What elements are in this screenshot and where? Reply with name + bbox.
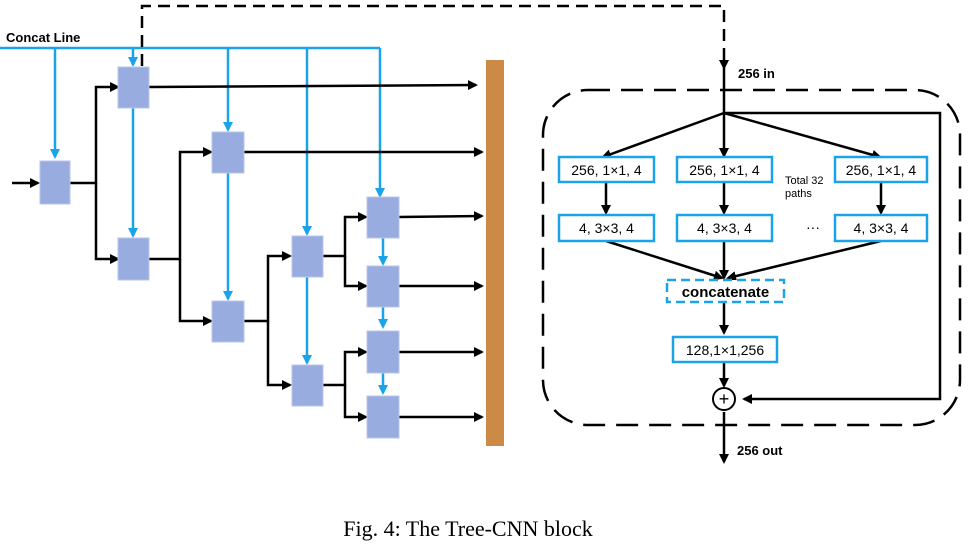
conv-box-label: 256, 1×1, 4 xyxy=(689,162,760,178)
tree-node xyxy=(39,160,71,205)
conv-box-label: 4, 3×3, 4 xyxy=(579,220,634,236)
tree-cnn-block: 256 in 25 xyxy=(541,66,962,464)
path-column-3: 256, 1×1, 4 4, 3×3, 4 xyxy=(833,155,929,243)
conv-box xyxy=(833,155,929,184)
conv-box-label: 256, 1×1, 4 xyxy=(846,162,917,178)
conv-box xyxy=(557,155,656,184)
tree-node xyxy=(366,265,400,308)
tree-node xyxy=(291,235,324,278)
tree-nodes xyxy=(39,66,400,439)
tree-node xyxy=(211,300,245,343)
tree-structure: Concat Line xyxy=(0,30,504,446)
concat-line xyxy=(0,46,388,395)
add-circle xyxy=(712,387,736,411)
figure-caption: Fig. 4: The Tree-CNN block xyxy=(343,516,593,541)
tree-node xyxy=(366,395,400,439)
output-label: 256 out xyxy=(737,443,783,458)
paths-note: Total 32 xyxy=(785,175,824,187)
input-label: 256 in xyxy=(738,66,775,81)
tree-node xyxy=(211,131,245,174)
projection-label: 128,1×1,256 xyxy=(686,342,764,358)
path-column-1: 256, 1×1, 4 4, 3×3, 4 xyxy=(557,155,656,243)
path-column-2: 256, 1×1, 4 4, 3×3, 4 xyxy=(675,155,774,243)
conv-box xyxy=(833,213,929,243)
paths-note: paths xyxy=(785,188,812,200)
tree-node xyxy=(117,66,150,109)
tree-node xyxy=(117,237,150,281)
conv-box xyxy=(557,213,656,243)
block-outline xyxy=(541,88,962,427)
tree-connections xyxy=(12,80,484,422)
concatenate-label: concatenate xyxy=(682,284,770,301)
conv-box xyxy=(675,213,774,243)
input-connector xyxy=(140,4,729,70)
conv-box-label: 4, 3×3, 4 xyxy=(854,220,909,236)
tree-node xyxy=(366,330,400,374)
add-symbol: + xyxy=(719,389,730,409)
concatenate-box xyxy=(665,278,786,304)
conv-box xyxy=(675,155,774,184)
projection-box xyxy=(671,335,779,364)
output-bar xyxy=(486,60,504,446)
ellipsis: ··· xyxy=(806,219,820,235)
tree-node xyxy=(291,364,324,407)
tree-node xyxy=(366,196,400,239)
conv-box-label: 256, 1×1, 4 xyxy=(571,162,642,178)
conv-box-label: 4, 3×3, 4 xyxy=(697,220,752,236)
concat-line-label: Concat Line xyxy=(6,30,80,45)
